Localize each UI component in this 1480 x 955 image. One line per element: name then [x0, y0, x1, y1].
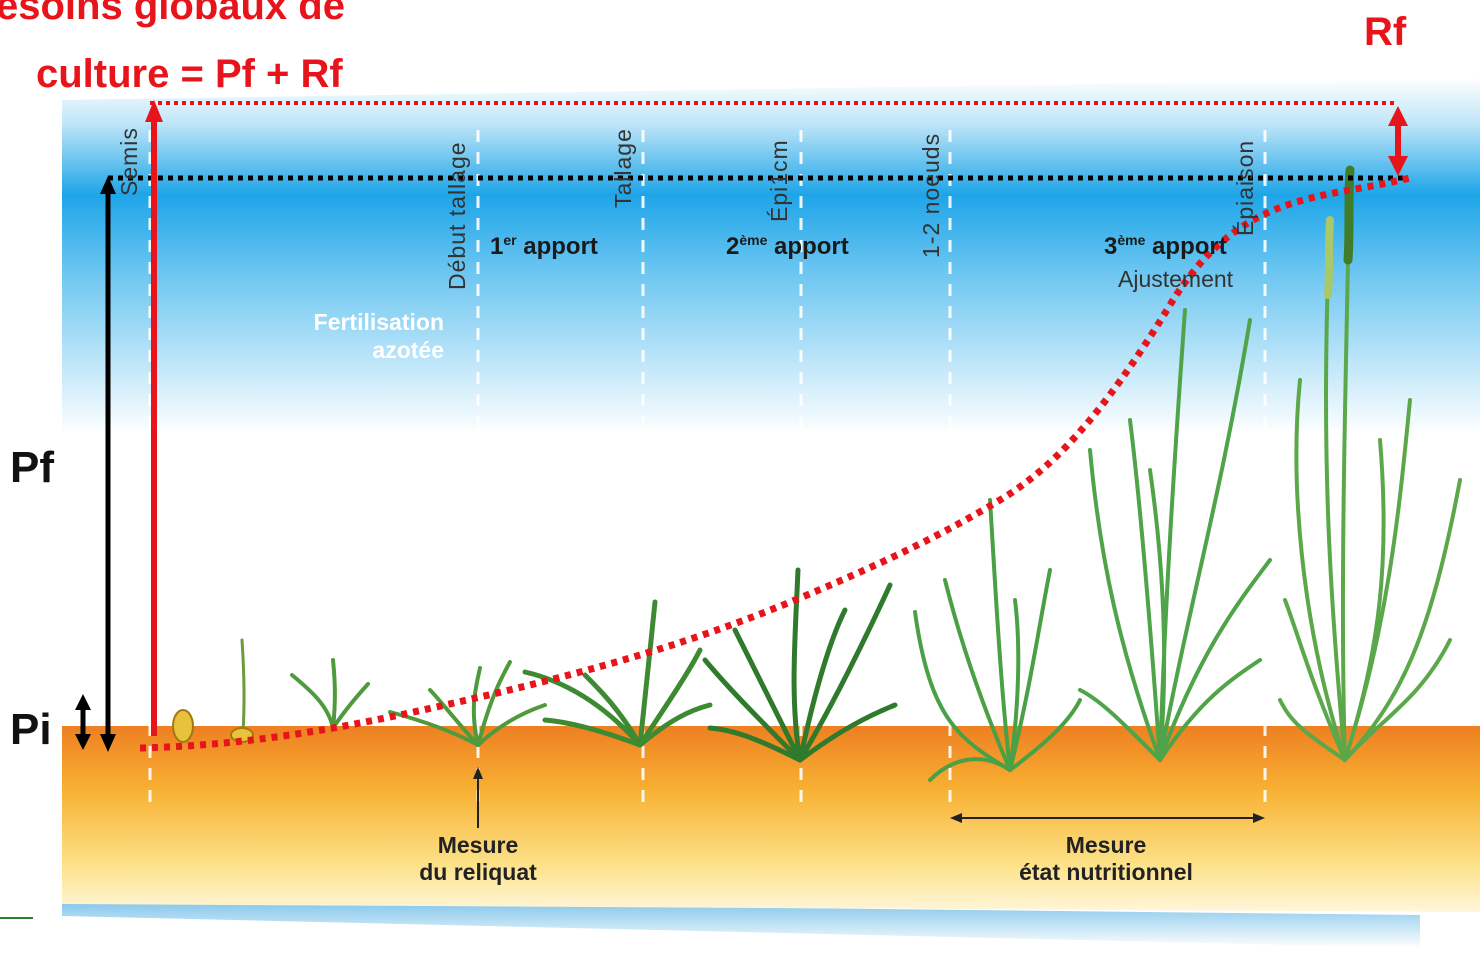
ajustement-label: Ajustement	[1118, 266, 1234, 292]
stage-debut-tallage: Début tallage	[444, 141, 470, 290]
mesure-reliquat-line-1: Mesure	[437, 832, 519, 858]
wheat-plants	[172, 165, 1462, 782]
plant-noeuds	[913, 498, 1082, 782]
mesure-etat-label: Mesure état nutritionnel	[968, 832, 1244, 886]
panel-shadow	[62, 900, 1420, 948]
mesure-etat-line-1: Mesure	[1065, 832, 1147, 858]
plant-three-leaf	[290, 658, 370, 730]
mesure-reliquat-line-2: du reliquat	[419, 859, 537, 885]
fertilisation-line-1: Fertilisation	[313, 309, 444, 335]
title-line-2: culture = Pf + Rf	[36, 52, 343, 96]
apport-3-sup: ème	[1117, 232, 1146, 248]
rf-top-label: Rf	[1364, 10, 1407, 54]
soil-panel	[62, 726, 1480, 912]
etat-nutritionnel-range-arrow	[950, 813, 1265, 823]
plant-epi1cm	[702, 567, 898, 763]
rf-arrow	[1388, 106, 1408, 176]
pf-arrow	[100, 176, 116, 752]
mesure-reliquat-label: Mesure du reliquat	[378, 832, 578, 886]
seed-illustration	[172, 709, 194, 743]
stage-dividers	[148, 130, 1267, 812]
plant-tallage	[522, 599, 713, 748]
apport-1-sup: er	[503, 232, 517, 248]
stage-tallage: Tallage	[610, 128, 636, 208]
plant-montaison	[1078, 308, 1272, 762]
apport-2-word: apport	[767, 233, 849, 260]
stage-semis: Semis	[116, 127, 142, 196]
apport-1-num: 1	[490, 233, 504, 260]
apport-2-sup: ème	[739, 232, 768, 248]
stage-epiaison: Épiaison	[1232, 139, 1258, 236]
fertilisation-label: Fertilisation azotée	[266, 308, 444, 364]
pi-arrow	[75, 694, 91, 750]
apport-1-label: 1er apport	[490, 232, 598, 261]
mesure-etat-line-2: état nutritionnel	[1019, 859, 1193, 885]
title-line-1: esoins globaux de	[0, 0, 345, 28]
apport-3-word: apport	[1145, 233, 1227, 260]
pf-label: Pf	[10, 443, 54, 492]
nitrogen-uptake-curve	[139, 174, 1411, 752]
plant-epiaison	[1278, 168, 1462, 762]
fertilisation-line-2: azotée	[372, 337, 444, 363]
wheat-ear-2	[1324, 216, 1334, 299]
wheat-ear	[1343, 165, 1355, 265]
reliquat-arrow	[473, 767, 483, 828]
global-needs-arrow	[145, 100, 163, 736]
apport-1-word: apport	[516, 233, 598, 260]
apport-2-label: 2ème apport	[726, 232, 849, 261]
apport-3-num: 3	[1104, 233, 1118, 260]
stage-epi1cm: Épi1cm	[766, 139, 792, 222]
sky-panel	[62, 78, 1480, 726]
apport-2-num: 2	[726, 233, 740, 260]
pi-label: Pi	[10, 705, 52, 754]
stage-noeuds: 1-2 noeuds	[918, 132, 944, 258]
apport-3-label: 3ème apport	[1104, 232, 1227, 261]
